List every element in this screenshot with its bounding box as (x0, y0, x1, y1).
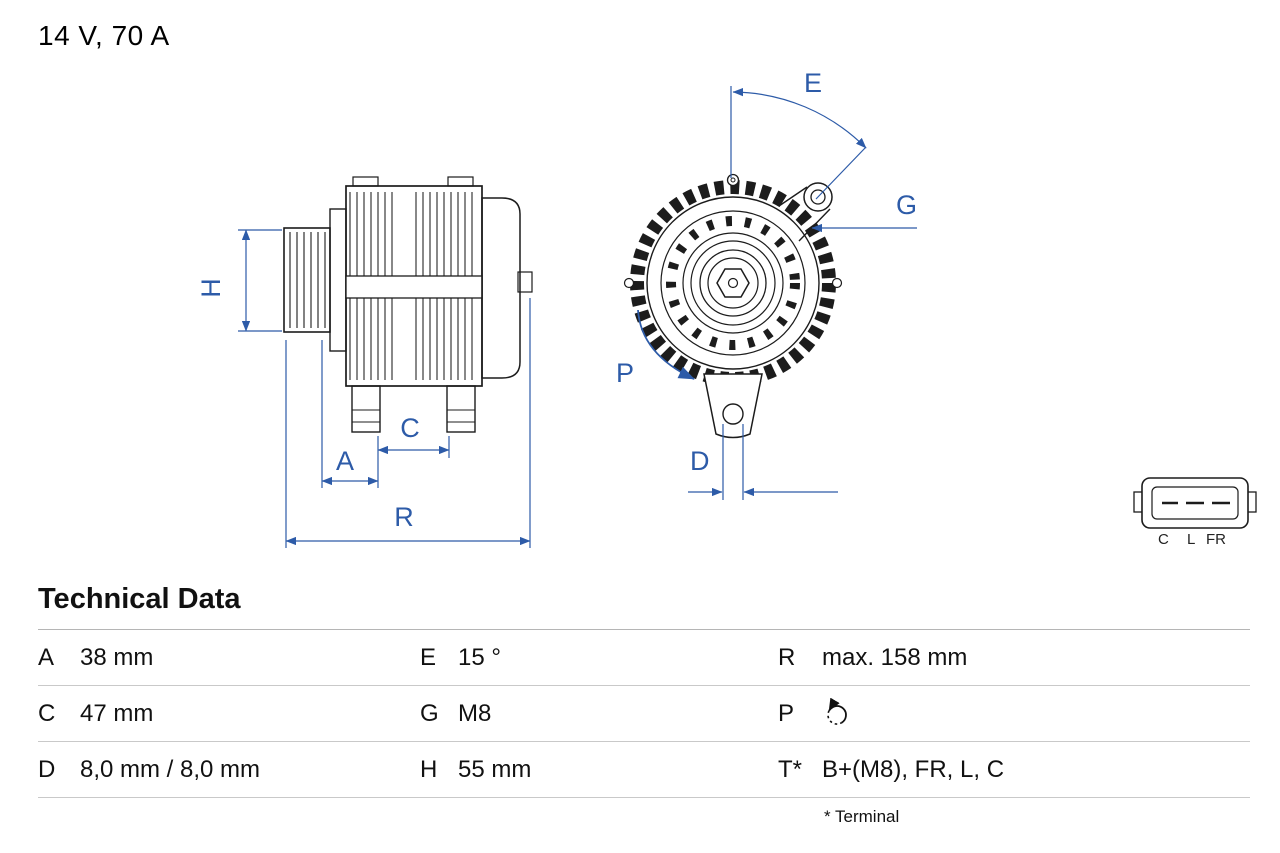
dim-d-extensions (722, 424, 744, 500)
vent-slot-ring (666, 216, 800, 350)
alternator-technical-drawing: C L FR (196, 68, 1257, 548)
terminal-footnote: * Terminal (824, 807, 900, 826)
technical-data-table: A 38 mm E 15 ° R max. 158 mm C 47 mm G M… (38, 629, 1250, 798)
connector-pin-label-fr: FR (1206, 531, 1226, 548)
dimension-label-e: E (804, 68, 822, 98)
pulley-spacer (329, 208, 347, 352)
connector-diagram: C L FR (1133, 477, 1257, 548)
shaft-center (727, 277, 739, 289)
hub-circle-1 (682, 232, 784, 334)
spec-value: 15 ° (458, 643, 501, 671)
shaft-hex-nut (716, 268, 750, 298)
table-row: D 8,0 mm / 8,0 mm H 55 mm T* B+(M8), FR,… (38, 742, 1250, 798)
hub-circle-4 (707, 257, 759, 309)
pulley (283, 227, 331, 333)
spec-key: P (778, 699, 795, 727)
top-lug (726, 173, 740, 187)
technical-data-section: Technical Data A 38 mm E 15 ° R max. 158… (38, 583, 1250, 827)
spec-key: A (38, 643, 55, 671)
mounting-foot-holes (352, 409, 475, 423)
rotation-direction-arrow (637, 309, 695, 380)
bottom-mounting-hole (722, 403, 744, 425)
mounting-foot-left (351, 385, 381, 433)
spec-key: D (38, 755, 56, 783)
bottom-mounting-boss (703, 373, 763, 439)
spec-key: C (38, 699, 56, 727)
dim-e-arc (732, 87, 867, 149)
mounting-foot-right (446, 385, 476, 433)
dim-r-extensions (285, 298, 531, 548)
alternator-side-view (283, 176, 533, 433)
dimension-annotations (238, 86, 917, 548)
dimension-label-g: G (896, 190, 917, 220)
voltage-current-rating: 14 V, 70 A (38, 20, 170, 51)
dim-h-extensions (238, 229, 282, 332)
dimension-label-p: P (616, 358, 634, 388)
table-row: A 38 mm E 15 ° R max. 158 mm (38, 630, 1250, 686)
ring-outline (646, 196, 820, 370)
hub-circle-3 (699, 249, 767, 317)
mounting-ear-hole (810, 189, 826, 205)
rotation-ccw-icon (827, 697, 847, 725)
side-lug-left (623, 277, 635, 289)
spec-value: B+(M8), FR, L, C (822, 755, 1005, 783)
spec-value: M8 (458, 699, 492, 727)
stator-band (345, 275, 483, 299)
top-lug-hole (730, 177, 736, 183)
pulley-grooves (289, 232, 326, 328)
top-boss-rear (447, 176, 474, 187)
spec-key: T* (778, 755, 802, 783)
dimension-label-c: C (400, 413, 420, 443)
ring-inner (660, 210, 806, 356)
table-row: C 47 mm G M8 P (38, 686, 1250, 742)
spec-key: H (420, 755, 438, 783)
spec-value: 55 mm (458, 755, 532, 783)
spec-value: 38 mm (80, 643, 154, 671)
connector-pin-label-l: L (1187, 531, 1195, 548)
spec-key: E (420, 643, 437, 671)
fan-teeth-ring (630, 180, 836, 386)
spec-value: 8,0 mm / 8,0 mm (80, 755, 261, 783)
dimension-label-d: D (690, 446, 710, 476)
top-boss-front (352, 176, 379, 187)
hub-circle-2 (690, 240, 776, 326)
spec-value: 47 mm (80, 699, 154, 727)
dim-e-legs (730, 86, 867, 200)
spec-key: R (778, 643, 796, 671)
connector-cavity (1151, 486, 1239, 520)
connector-pin-label-c: C (1158, 531, 1169, 548)
dimension-label-r: R (394, 502, 414, 532)
bplus-terminal (517, 271, 533, 293)
dimension-label-h: H (196, 278, 226, 298)
spec-value: max. 158 mm (822, 643, 968, 671)
side-lug-right (831, 277, 843, 289)
alternator-front-view (623, 173, 843, 439)
rear-cover (481, 197, 521, 379)
rotation-direction-value (822, 697, 1250, 730)
dimension-label-a: A (336, 446, 354, 476)
technical-data-title: Technical Data (38, 583, 241, 615)
spec-key: G (420, 699, 439, 727)
